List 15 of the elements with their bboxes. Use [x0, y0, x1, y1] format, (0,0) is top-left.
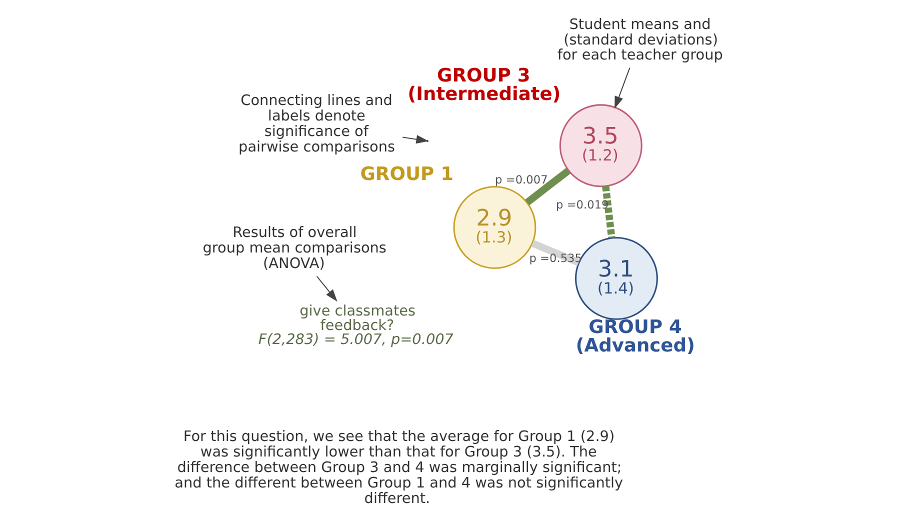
label: For this question, we see that the average for Group 1 (2.9) was significantly lower than that for Group 3 (3.5). The difference between Group 3 and 4 was marginally significant; and the different between Group 1 and 4 was not significantly different. [174, 428, 624, 506]
arrow [316, 275, 338, 302]
connector [531, 239, 580, 266]
node-label: GROUP 1 [360, 163, 454, 184]
connector [524, 167, 570, 205]
edge-label: p =0.007 [495, 172, 548, 186]
node-text: give classmates feedback? F(2,283) = 5.007, p=0.007 [258, 302, 454, 348]
connector [602, 185, 616, 238]
node-text: Connecting lines and labels denote significance of pairwise comparisons [238, 92, 396, 155]
node-circle: 3.5 (1.2) [559, 104, 642, 187]
node-text: Results of overall group mean comparisons (ANOVA) [202, 224, 386, 272]
arrow [614, 67, 630, 108]
edge-label: p =0.019 [556, 197, 609, 212]
node-label: GROUP 3 (Intermediate) [408, 65, 561, 105]
node-text: Student means and (standard deviations) for each teacher group [557, 16, 723, 64]
